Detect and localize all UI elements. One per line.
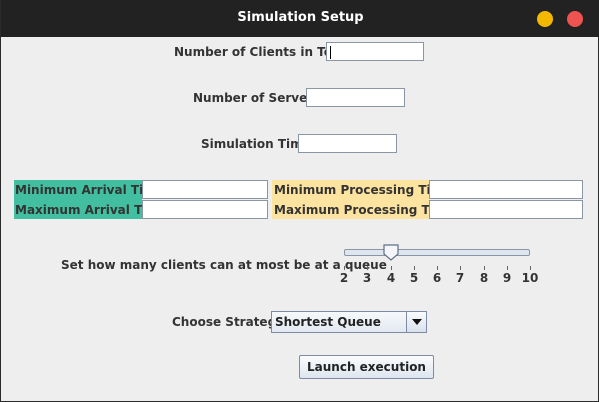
simulation-time-label: Simulation Time [201, 137, 311, 151]
servers-label: Number of Servers [193, 91, 321, 105]
strategy-selected-value: Shortest Queue [275, 315, 381, 329]
min-arrival-label: Minimum Arrival Time [15, 183, 164, 197]
slider-tick-label: 5 [409, 271, 419, 285]
strategy-dropdown-button[interactable] [406, 312, 426, 332]
slider-tick-label: 8 [479, 271, 489, 285]
slider-tick-label: 2 [339, 271, 349, 285]
chevron-down-icon [412, 319, 422, 325]
slider-tick [414, 266, 415, 270]
arrival-highlight [14, 180, 142, 219]
strategy-combobox[interactable]: Shortest Queue [271, 311, 427, 333]
text-caret [330, 46, 331, 59]
simulation-time-input[interactable] [298, 134, 397, 153]
max-arrival-input[interactable] [142, 200, 268, 219]
servers-input[interactable] [306, 88, 405, 107]
max-processing-label: Maximum Processing Time [274, 203, 455, 217]
strategy-label: Choose Strategy [172, 315, 284, 329]
slider-tick [507, 266, 508, 270]
clients-label: Number of Clients in Total [174, 45, 350, 59]
clients-input[interactable] [326, 42, 424, 61]
slider-tick [367, 266, 368, 270]
min-arrival-input[interactable] [142, 180, 268, 199]
queue-slider-thumb[interactable] [383, 244, 399, 262]
slider-tick [344, 266, 345, 270]
min-processing-input[interactable] [429, 180, 583, 199]
slider-tick-label: 10 [521, 271, 539, 285]
close-button[interactable] [567, 11, 583, 27]
max-processing-input[interactable] [429, 200, 583, 219]
slider-tick-label: 6 [432, 271, 442, 285]
slider-tick-label: 4 [386, 271, 396, 285]
title-bar: Simulation Setup [1, 0, 599, 37]
queue-limit-label: Set how many clients can at most be at a… [61, 258, 387, 272]
slider-tick-label: 9 [502, 271, 512, 285]
slider-tick [530, 266, 531, 270]
min-processing-label: Minimum Processing Time [274, 183, 452, 197]
slider-tick [484, 266, 485, 270]
queue-slider-track[interactable] [344, 249, 530, 256]
slider-tick-label: 7 [455, 271, 465, 285]
launch-execution-button[interactable]: Launch execution [299, 355, 434, 379]
slider-tick [391, 266, 392, 270]
max-arrival-label: Maximum Arrival Time [15, 203, 168, 217]
slider-tick [437, 266, 438, 270]
slider-tick-label: 3 [362, 271, 372, 285]
slider-tick [460, 266, 461, 270]
window-title: Simulation Setup [237, 10, 364, 25]
minimize-button[interactable] [537, 11, 553, 27]
processing-highlight [272, 180, 429, 219]
